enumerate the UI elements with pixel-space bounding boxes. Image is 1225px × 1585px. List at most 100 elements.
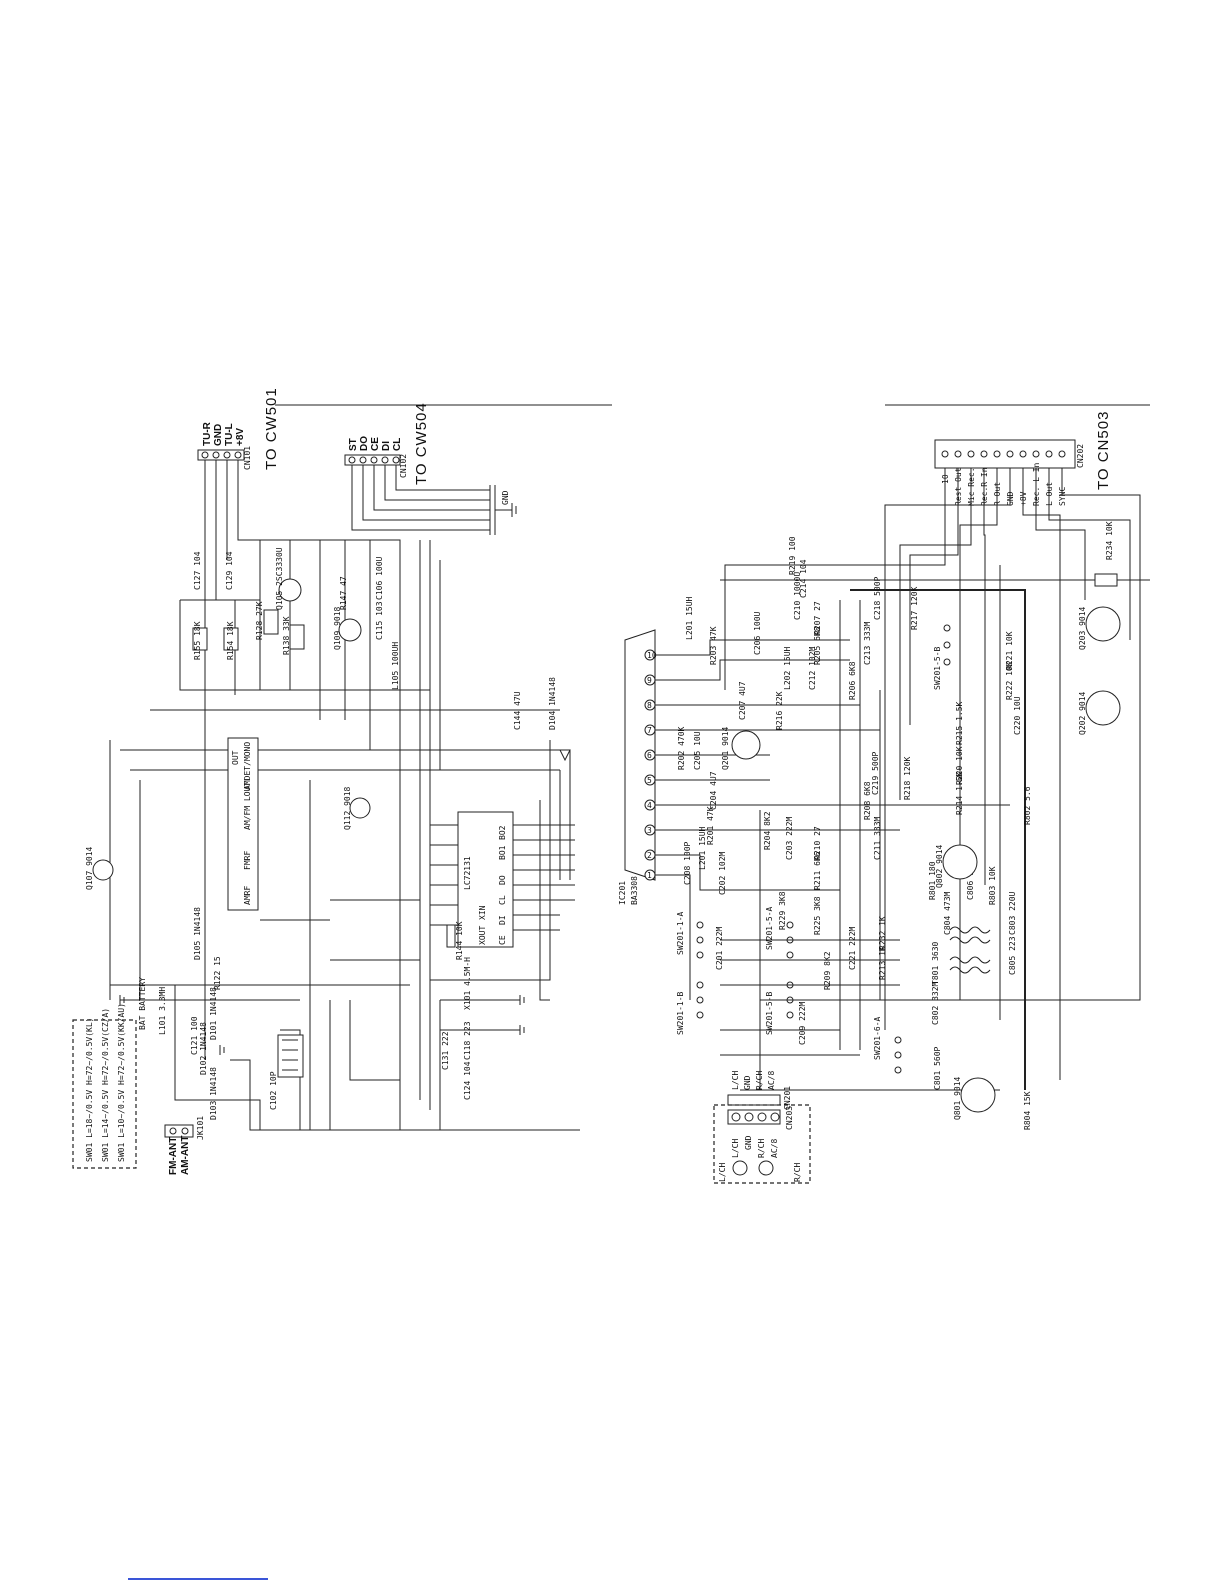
input-pin-label: GND bbox=[743, 1075, 752, 1090]
ground-label: GND bbox=[501, 490, 510, 505]
component-label: C208 100P bbox=[683, 841, 692, 885]
ic-pin-number: 3 bbox=[647, 826, 652, 835]
component-label: C124 104 bbox=[463, 1061, 472, 1100]
transistor-label: Q203 9014 bbox=[1078, 606, 1087, 650]
component-label: L201 15UH bbox=[698, 826, 707, 870]
component-label: C219 500P bbox=[871, 751, 880, 795]
switch-label: SW201-1-A bbox=[676, 911, 685, 955]
pll-pin-leads bbox=[430, 824, 575, 931]
variant-note: SW01 L=14~/0.5V H=72~/0.5V(CZ/A) bbox=[101, 1008, 110, 1162]
output-pin-label: SYNC bbox=[1058, 487, 1067, 506]
control-pin-label: CL bbox=[392, 438, 403, 451]
component-label: L202 15UH bbox=[783, 646, 792, 690]
ic-pin-label: AM/FM LOUT bbox=[243, 782, 252, 830]
output-connector-cn202: CN202 TO CN503 bbox=[934, 411, 1112, 490]
component-label: R138 33K bbox=[282, 616, 291, 655]
sub-pin-label: R/CH bbox=[757, 1139, 766, 1158]
pll-pin-label: BO2 bbox=[498, 825, 507, 840]
control-pin-label: CE bbox=[370, 437, 381, 451]
component-label: L101 3.3MH bbox=[158, 987, 167, 1035]
component-label: R211 6K6 bbox=[813, 851, 822, 890]
control-bus: GND bbox=[351, 465, 517, 535]
ic-pin-number: 10 bbox=[647, 651, 657, 660]
output-connector-pin-labels: SYNC L Out Rec. L In +8V GND R Out Rec.R… bbox=[941, 462, 1067, 506]
component-label: C201 222M bbox=[715, 926, 724, 970]
tuner-pin-label: TU-R bbox=[202, 421, 213, 446]
component-label: R220 10K bbox=[955, 746, 964, 785]
amplifier-ic-traces bbox=[655, 600, 1010, 1091]
component-label: R222 10K bbox=[1005, 661, 1014, 700]
tuner-pin-label: TU-L bbox=[224, 423, 235, 446]
component-label: R144 10K bbox=[455, 921, 464, 960]
ic-pin-number: 6 bbox=[647, 751, 652, 760]
component-label: L105 100UH bbox=[391, 642, 400, 690]
component-label: C221 222M bbox=[848, 926, 857, 970]
component-label: R206 6K8 bbox=[848, 661, 857, 700]
component-label: R209 8K2 bbox=[823, 951, 832, 990]
tuner-connector-ref: CN101 bbox=[243, 446, 252, 470]
control-pin-label: DI bbox=[381, 441, 392, 451]
component-label: D104 1N4148 bbox=[548, 677, 557, 730]
component-label: T801 3630 bbox=[931, 941, 940, 985]
component-label: R804 15K bbox=[1023, 1091, 1032, 1130]
amplifier-components: R219 100 C214 104 R217 120K C210 1000U L… bbox=[677, 536, 1032, 1130]
ic-pin-number: 5 bbox=[647, 776, 652, 785]
component-label: C106 100U bbox=[375, 556, 384, 600]
ic-pin-number: 7 bbox=[647, 726, 652, 735]
tuner-grounds bbox=[119, 995, 525, 1055]
pll-pin-label: BO1 bbox=[498, 845, 507, 860]
component-label: R217 120K bbox=[910, 586, 919, 630]
sub-pin-label: L/CH bbox=[731, 1139, 740, 1158]
amplifier-ic-ba3308: IC201 BA3308 bbox=[618, 629, 656, 905]
pll-pin-label: DI bbox=[498, 915, 507, 925]
pll-pin-label: XOUT bbox=[478, 926, 487, 945]
jack-label: R/CH bbox=[793, 1163, 802, 1182]
component-label: R201 47K bbox=[706, 806, 715, 845]
component-label: C214 104 bbox=[799, 559, 808, 598]
transistor-label: Q802 9014 bbox=[935, 844, 944, 888]
sub-pin-label: GND bbox=[744, 1135, 753, 1150]
component-label: D105 1N4148 bbox=[193, 907, 202, 960]
output-connector-ref: CN202 bbox=[1076, 444, 1085, 468]
component-label: C115 103 bbox=[375, 601, 384, 640]
component-label: C131 222 bbox=[441, 1031, 450, 1070]
ic-pin-number: 1 bbox=[647, 871, 652, 880]
component-label: C802 332M bbox=[931, 981, 940, 1025]
variant-note: SW01 L=10~/0.5V H=72~/0.5V(KK/AU) bbox=[117, 1003, 126, 1162]
r234: R234 10K bbox=[1094, 521, 1118, 587]
component-label: C801 560P bbox=[933, 1046, 942, 1090]
component-label: C806 103M bbox=[966, 856, 975, 900]
transformer-t801 bbox=[949, 926, 991, 974]
component-label: R216 22K bbox=[775, 691, 784, 730]
component-label: C121 100 bbox=[190, 1016, 199, 1055]
component-label: D102 1N4148 bbox=[199, 1022, 208, 1075]
pll-pin-label: CL bbox=[498, 895, 507, 905]
component-label: C212 102M bbox=[808, 646, 817, 690]
component-label: R203 47K bbox=[709, 626, 718, 665]
switch-label: SW201-5-B bbox=[933, 646, 942, 690]
input-pin-label: L/CH bbox=[731, 1071, 740, 1090]
pll-pin-label: CE bbox=[498, 935, 507, 945]
control-pin-label: DO bbox=[359, 436, 370, 451]
tuner-misc-components: R144 10K C144 47U D104 1N4148 C102 10P X… bbox=[158, 677, 571, 1120]
ic-pin-number: 4 bbox=[647, 801, 652, 810]
input-connector-cn201: L/CH GND R/CH AC/8 CN201 bbox=[727, 1071, 792, 1110]
component-label: R207 27 bbox=[813, 601, 822, 635]
component-label: R801 180 bbox=[928, 861, 937, 900]
pll-pin-label: XIN bbox=[478, 905, 487, 920]
antenna-ref: JK101 bbox=[196, 1116, 205, 1140]
component-label: R147 47 bbox=[339, 576, 348, 610]
tuner-connector-destination: TO CW501 bbox=[263, 387, 280, 470]
transistor-label: Q107 9014 bbox=[85, 846, 94, 890]
amplifier-ic-pins: 10 9 8 7 6 5 4 3 2 1 bbox=[644, 649, 657, 881]
component-label: R803 10K bbox=[988, 866, 997, 905]
antenna-label: AM-ANT bbox=[180, 1136, 191, 1175]
component-label: R234 10K bbox=[1105, 521, 1114, 560]
control-connector-destination: TO CW504 bbox=[413, 402, 430, 485]
amplifier-transistors: Q201 9014 Q202 9014 Q203 9014 Q801 9014 … bbox=[721, 606, 1121, 1120]
tuner-top-components: R155 18K R154 18K R128 27K R138 33K C127… bbox=[192, 547, 400, 690]
component-label: R214 1.5K bbox=[955, 771, 964, 815]
antenna-label: FM-ANT bbox=[168, 1137, 179, 1175]
component-label: C220 10U bbox=[1013, 696, 1022, 735]
component-label: C803 220U bbox=[1008, 891, 1017, 935]
